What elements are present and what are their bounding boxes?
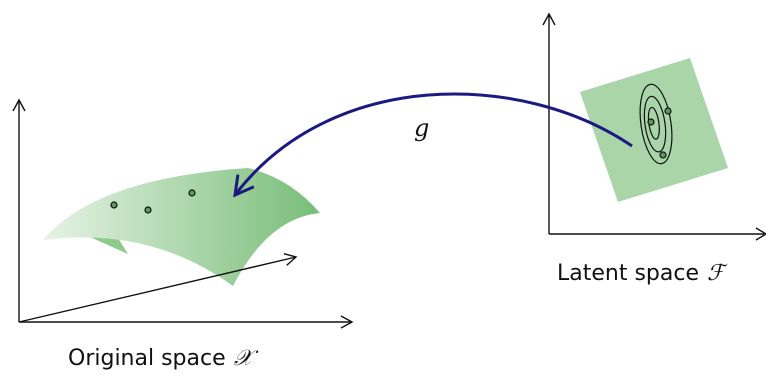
latent-space-caption: Latent space ℱ bbox=[557, 261, 728, 286]
contour-ellipse bbox=[639, 83, 673, 165]
original-space-symbol: 𝒳 bbox=[234, 346, 259, 371]
latent-point bbox=[664, 107, 672, 115]
latent-x-axis-head bbox=[755, 227, 766, 241]
latent-space: Latent space ℱ bbox=[542, 12, 766, 286]
latent-space-label: Latent space bbox=[557, 261, 699, 286]
latent-patch bbox=[580, 58, 728, 202]
manifold-surface bbox=[43, 168, 320, 286]
latent-space-symbol: ℱ bbox=[707, 261, 728, 286]
original-space: Original space 𝒳 bbox=[12, 98, 354, 371]
original-point bbox=[110, 201, 118, 209]
mapping-arrow bbox=[233, 92, 633, 198]
latent-point bbox=[647, 118, 655, 126]
mapping-label: g bbox=[414, 114, 429, 142]
generator-mapping: g bbox=[233, 92, 633, 198]
original-space-label: Original space bbox=[68, 346, 226, 371]
latent-contours bbox=[639, 83, 673, 165]
original-space-caption: Original space 𝒳 bbox=[68, 346, 259, 371]
original-point bbox=[144, 206, 152, 214]
original-z-axis bbox=[18, 252, 298, 323]
manifold-fold bbox=[88, 236, 128, 254]
contour-ellipse bbox=[643, 95, 667, 153]
original-point bbox=[188, 189, 196, 197]
latent-point bbox=[659, 151, 667, 159]
